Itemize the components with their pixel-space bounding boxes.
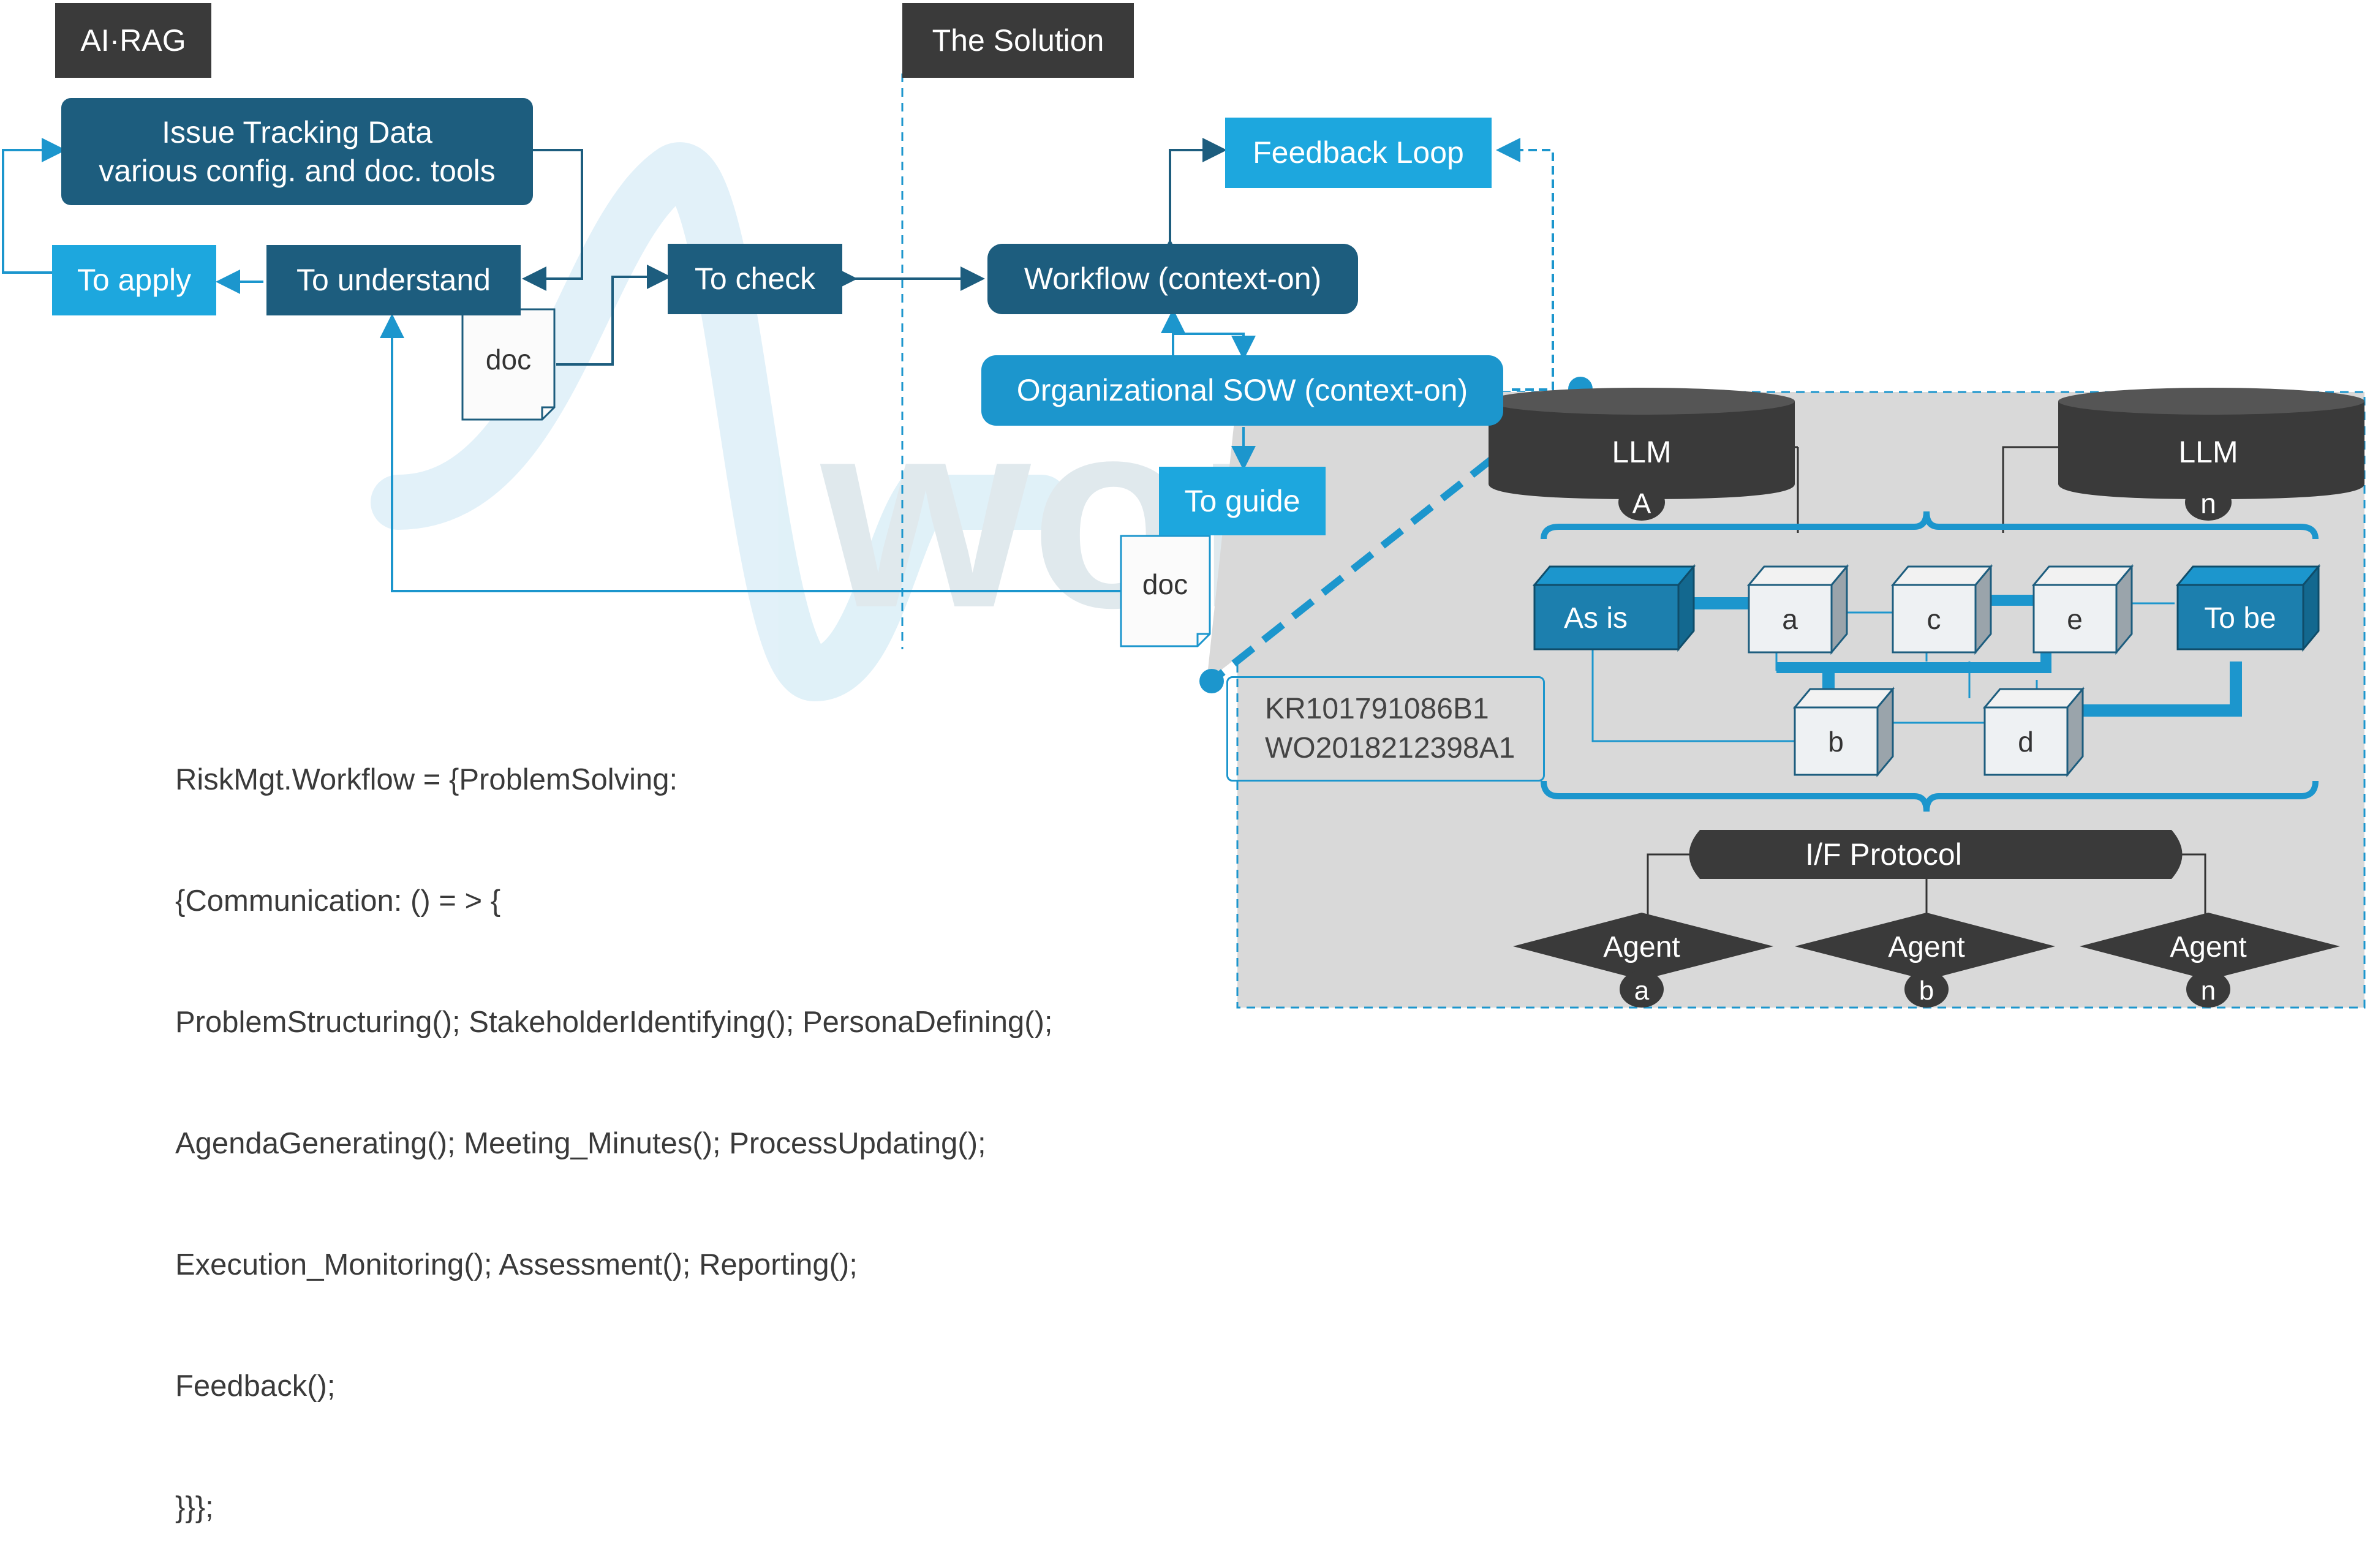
llm-n-label: LLM	[2178, 435, 2238, 469]
loop-apply-to-issue	[2, 138, 67, 274]
tag-the-solution: The Solution	[902, 3, 1134, 78]
node-c: c	[1890, 564, 1993, 655]
if-protocol-pill: I/F Protocol	[1689, 830, 2183, 879]
node-b: b	[1792, 686, 1895, 778]
llm-a-cylinder: LLM A	[1489, 388, 1795, 521]
svg-text:c: c	[1927, 603, 1941, 635]
code-line: RiskMgt.Workflow = {ProblemSolving:	[175, 763, 678, 796]
code-line: Feedback();	[175, 1370, 336, 1403]
node-d: d	[1982, 686, 2085, 778]
doc-right-label: doc	[1142, 568, 1188, 600]
sow-to-feedback	[1496, 138, 1554, 391]
issue-tracking-box: Issue Tracking Data various config. and …	[61, 98, 533, 205]
code-line: }}};	[175, 1491, 214, 1524]
doc-shape-right: doc	[1120, 535, 1211, 647]
workflow-box: Workflow (context-on)	[987, 244, 1358, 314]
svg-text:Agent: Agent	[2170, 931, 2246, 963]
code-line: AgendaGenerating(); Meeting_Minutes(); P…	[175, 1127, 986, 1160]
llm-a-sub: A	[1632, 488, 1651, 519]
as-is-label: As is	[1564, 602, 1628, 635]
to-check-box: To check	[668, 244, 842, 314]
to-understand-box: To understand	[266, 245, 521, 315]
patent-number-2: WO2018212398A1	[1265, 732, 1515, 764]
code-block: RiskMgt.Workflow = {ProblemSolving: {Com…	[175, 679, 1053, 1568]
svg-text:d: d	[2018, 726, 2034, 758]
llm-a-label: LLM	[1612, 435, 1671, 469]
svg-text:a: a	[1782, 603, 1798, 635]
svg-text:n: n	[2201, 976, 2216, 1006]
node-a: a	[1746, 564, 1849, 655]
to-apply-box: To apply	[52, 245, 216, 315]
to-be-cube: To be	[2175, 564, 2321, 652]
svg-text:b: b	[1919, 976, 1934, 1006]
issue-line-1: Issue Tracking Data	[162, 115, 432, 149]
workflow-to-sow	[1173, 333, 1256, 360]
guide-to-understand	[380, 314, 1121, 592]
patent-number-1: KR101791086B1	[1265, 693, 1489, 725]
agent-n-diamond: Agent n	[2080, 913, 2340, 1008]
feedback-loop-box: Feedback Loop	[1225, 118, 1492, 188]
llm-n-cylinder: LLM n	[2058, 388, 2364, 521]
code-line: Execution_Monitoring(); Assessment(); Re…	[175, 1248, 858, 1281]
code-line: ProblemStructuring(); StakeholderIdentif…	[175, 1006, 1053, 1039]
patent-box: KR101791086B1 WO2018212398A1	[1226, 676, 1545, 782]
svg-text:b: b	[1828, 726, 1844, 758]
svg-text:e: e	[2067, 603, 2083, 635]
agent-b-diamond: Agent b	[1795, 913, 2055, 1008]
issue-line-2: various config. and doc. tools	[99, 153, 496, 188]
to-guide-box: To guide	[1159, 467, 1326, 535]
issue-to-understand	[522, 149, 583, 291]
doc-to-check	[556, 265, 671, 366]
llm-n-sub: n	[2200, 488, 2216, 519]
code-line: {Communication: () = > {	[175, 884, 501, 918]
to-be-label: To be	[2204, 602, 2276, 635]
doc-shape-left: doc	[461, 308, 556, 421]
svg-text:Agent: Agent	[1603, 931, 1680, 963]
node-e: e	[2031, 564, 2134, 655]
svg-text:Agent: Agent	[1888, 931, 1964, 963]
org-sow-box: Organizational SOW (context-on)	[981, 355, 1503, 426]
top-brace	[1541, 511, 2319, 540]
as-is-cube: As is	[1532, 564, 1696, 652]
agent-a-diamond: Agent a	[1513, 913, 1773, 1008]
if-protocol-label: I/F Protocol	[1805, 837, 1962, 872]
workflow-feedback-link	[1158, 138, 1227, 263]
svg-text:a: a	[1634, 976, 1650, 1006]
doc-left-label: doc	[486, 344, 531, 375]
bottom-brace	[1541, 780, 2319, 812]
tag-ai-rag: AI·RAG	[55, 3, 211, 78]
